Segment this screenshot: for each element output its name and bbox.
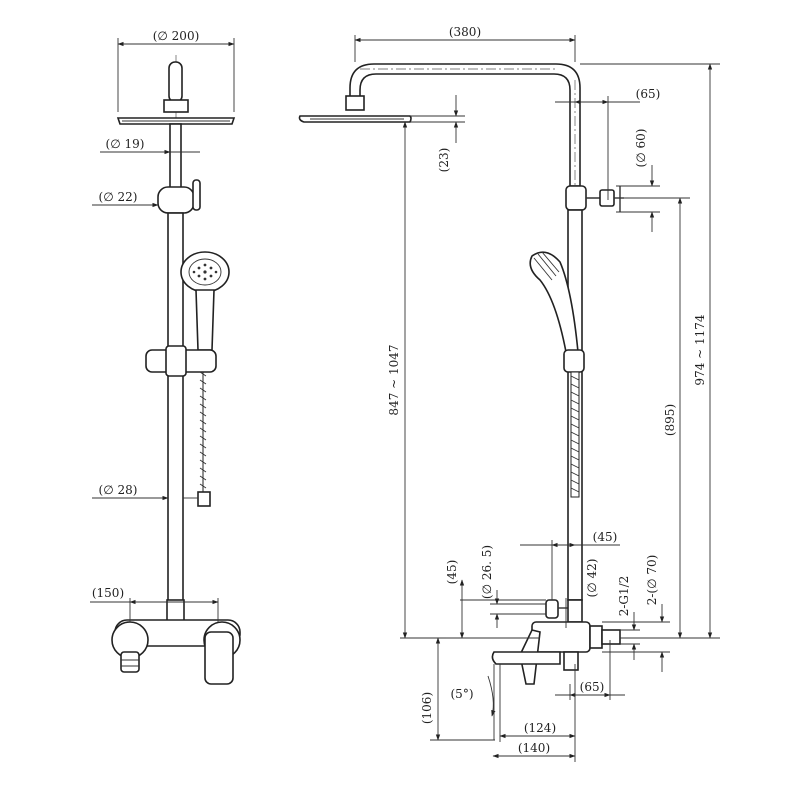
side-dimensions: (380) (65) (23) (∅ 60) 974 ~ 1174 847 ~ … (354, 25, 720, 762)
dim-total-height: 974 ~ 1174 (693, 314, 707, 385)
front-head-nut (163, 99, 189, 113)
side-spout (491, 651, 561, 665)
side-inlet (601, 629, 621, 645)
dim-spout-offset: (45) (593, 530, 618, 544)
dim-diverter-offset: (45) (445, 560, 459, 585)
dim-spout-angle: (5°) (451, 687, 474, 701)
dim-mixer-width: (150) (92, 586, 124, 600)
dim-pipe-28: (∅ 28) (99, 483, 138, 497)
dim-spout-length-124: (124) (524, 721, 556, 735)
front-hand-shower-handle (195, 289, 215, 351)
side-view (298, 63, 624, 685)
dim-arm-offset: (65) (636, 87, 661, 101)
side-mixer-body (531, 621, 591, 653)
front-dimensions: (∅ 200) (∅ 19) (∅ 22) (∅ 28) (150) (90, 29, 235, 622)
front-lever (204, 631, 234, 685)
dim-bottom-offset: (65) (580, 680, 605, 694)
side-joint (565, 185, 587, 211)
front-spout (120, 651, 140, 673)
dim-head-depth: (23) (437, 148, 451, 173)
dim-thread: 2-G1/2 (617, 576, 631, 617)
dim-pipe-22: (∅ 22) (99, 190, 138, 204)
dim-pipe-19: (∅ 19) (106, 137, 145, 151)
side-connector (567, 599, 583, 623)
side-knob (599, 189, 615, 207)
side-arm (349, 63, 581, 187)
front-arm-stub (168, 61, 183, 103)
front-view (111, 55, 241, 685)
dim-arm-reach: (380) (449, 25, 481, 39)
dim-escutcheon-diameter: 2-(∅ 70) (645, 555, 659, 606)
dim-bar-height: (895) (663, 404, 677, 436)
front-joint (157, 186, 195, 214)
dim-spout-length-140: (140) (518, 741, 550, 755)
front-upper-pipe (169, 123, 182, 193)
dim-spout-height: (106) (420, 692, 434, 724)
side-head-nut (345, 95, 365, 111)
front-hose-end (197, 491, 211, 507)
side-diverter (545, 599, 559, 619)
side-slider (563, 349, 585, 373)
side-spout-nut (563, 651, 579, 671)
dim-head-diameter: (∅ 200) (153, 29, 200, 43)
dim-knob-diameter: (∅ 60) (634, 129, 648, 168)
front-connector (166, 599, 185, 623)
dim-head-height: 847 ~ 1047 (387, 344, 401, 415)
front-side-knob (192, 179, 201, 211)
dim-connector-diameter: (∅ 42) (585, 559, 599, 598)
side-escutcheon (589, 625, 603, 649)
dim-diverter-diameter: (∅ 26. 5) (480, 545, 494, 599)
